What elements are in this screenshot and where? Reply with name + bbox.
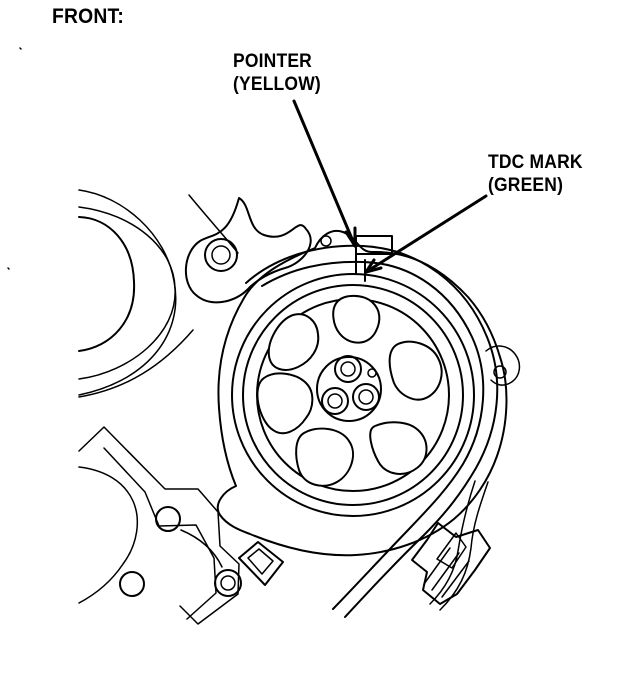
pulley-cutout-bottom-right [369, 421, 428, 475]
pulley-cutout-top [332, 294, 381, 344]
tdc-mark-label-line-1: TDC MARK [488, 152, 583, 173]
left-outer-arc [78, 189, 177, 396]
lower-left-bolt-3 [214, 569, 242, 597]
upper-left-bolt [204, 238, 238, 272]
right-lower-sensor-ridges [423, 547, 470, 598]
hub-bolt-left-inner [327, 393, 343, 409]
lower-left-bolt-1 [155, 506, 181, 532]
right-lower-frame [439, 481, 489, 611]
lower-center-lug-inner [247, 548, 274, 575]
right-lower-sensor-body [411, 522, 491, 605]
left-middle-arc [78, 206, 176, 380]
right-lower-sensor-detail [436, 532, 467, 569]
hub-bolt-top-inner [340, 361, 356, 377]
hub-small-pin [367, 368, 377, 378]
pointer-label: POINTER (YELLOW) [233, 52, 321, 94]
pointer-label-line-2: (YELLOW) [233, 74, 321, 95]
tdc-callout-line [364, 194, 488, 274]
tdc-mark-label: TDC MARK (GREEN) [488, 153, 583, 195]
lower-center-connector [180, 529, 223, 568]
tdc-callout-arrowhead [364, 258, 383, 274]
hub-bolt-right [352, 383, 380, 411]
lower-left-cover-edge [78, 466, 139, 604]
hub-bolt-left [321, 387, 349, 415]
left-cover-edge [78, 329, 194, 398]
crank-pulley-outer-ring [231, 273, 475, 517]
housing-top-hole [320, 235, 332, 247]
hub-bolt-top [334, 355, 362, 383]
lower-left-bracket [78, 426, 240, 625]
scan-tick-top-left [19, 47, 22, 50]
right-lower-frame-inner [429, 480, 476, 605]
lower-left-bolt-3-inner [220, 575, 236, 591]
housing-right-ear-hole [493, 365, 507, 379]
housing-right-ear [485, 345, 521, 386]
tdc-mark-label-line-2: (GREEN) [488, 175, 564, 196]
upper-left-cover-line [188, 194, 239, 254]
front-label: FRONT: [52, 5, 124, 28]
upper-left-bolt-inner [211, 245, 231, 265]
pulley-cutout-lower-left [256, 372, 314, 435]
timing-belt-inner [261, 260, 485, 610]
pulley-cutout-bottom-left [295, 427, 354, 487]
left-inner-arc [78, 216, 136, 352]
pulley-cutout-upper-left [267, 313, 320, 371]
crank-pulley-middle-ring [242, 284, 464, 506]
lower-left-bolt-2 [119, 571, 145, 597]
pointer-callout-arrowhead [344, 226, 357, 248]
pointer-label-line-1: POINTER [233, 51, 312, 72]
hub-bolt-right-inner [358, 389, 374, 405]
lower-left-plate [103, 447, 217, 620]
lower-center-square-lug [238, 541, 284, 586]
pointer-callout-line [292, 99, 357, 248]
scan-tick-left [7, 267, 10, 270]
pulley-cutout-right [388, 340, 443, 401]
